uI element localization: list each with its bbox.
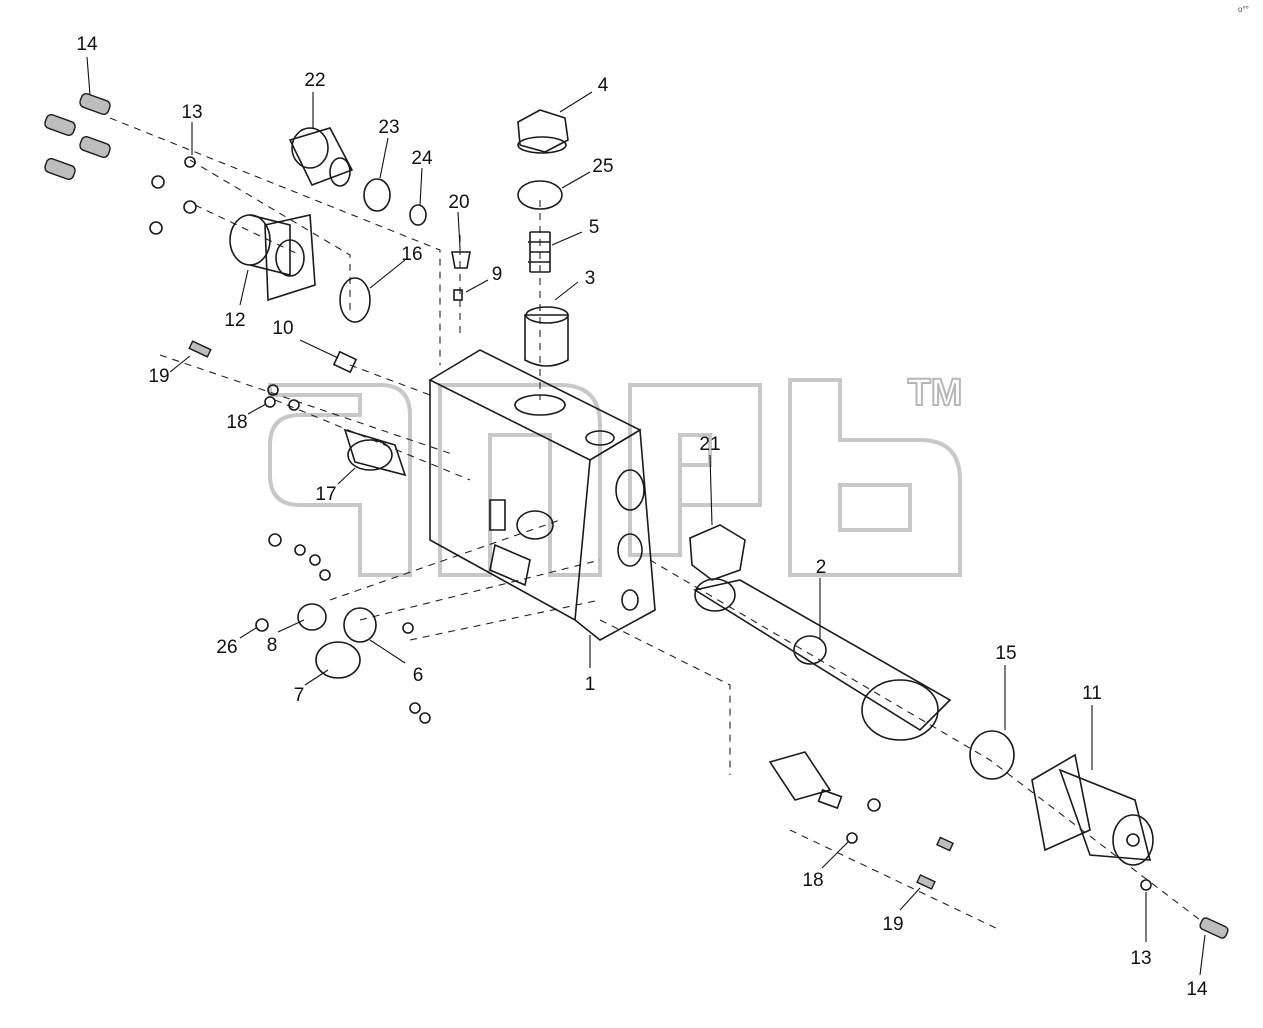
screw-19b bbox=[916, 874, 936, 890]
label-6: 6 bbox=[413, 665, 424, 686]
cover-11 bbox=[1031, 753, 1154, 866]
spool-2 bbox=[692, 578, 952, 741]
spring-5 bbox=[528, 231, 551, 273]
label-24: 24 bbox=[411, 148, 433, 169]
label-12: 12 bbox=[224, 310, 245, 331]
small-seals bbox=[149, 156, 1152, 891]
label-26: 26 bbox=[216, 637, 237, 658]
valve-3 bbox=[524, 306, 569, 367]
corner-mark: o°° bbox=[1238, 5, 1249, 14]
o-ring-6 bbox=[343, 607, 377, 643]
label-20: 20 bbox=[448, 192, 469, 213]
label-15: 15 bbox=[995, 643, 1016, 664]
valve-body-1 bbox=[428, 349, 656, 641]
label-13: 13 bbox=[181, 102, 202, 123]
fitting-22 bbox=[288, 127, 354, 187]
snap-ring-15 bbox=[969, 730, 1015, 780]
label-19-lower: 19 bbox=[882, 914, 903, 935]
label-5: 5 bbox=[589, 217, 600, 238]
o-ring-23 bbox=[363, 178, 391, 212]
label-8: 8 bbox=[267, 635, 278, 656]
label-22: 22 bbox=[304, 70, 325, 91]
label-18-lower: 18 bbox=[802, 870, 823, 891]
part-labels: 14 13 22 23 24 4 25 5 20 9 3 16 12 10 19… bbox=[76, 34, 1208, 1000]
o-ring-25 bbox=[517, 180, 563, 210]
label-16: 16 bbox=[401, 244, 422, 265]
sensor-lower bbox=[768, 751, 843, 810]
washer-18a bbox=[264, 396, 276, 408]
leader-lines bbox=[86, 56, 1206, 976]
solenoid-17 bbox=[343, 428, 407, 477]
plug-21 bbox=[689, 524, 746, 581]
watermark-tm: TM bbox=[908, 372, 963, 414]
label-9: 9 bbox=[492, 264, 503, 285]
label-7: 7 bbox=[294, 685, 305, 706]
screw-19a bbox=[188, 340, 212, 358]
label-14-lower: 14 bbox=[1186, 979, 1208, 1000]
pin-10 bbox=[332, 350, 358, 374]
label-4: 4 bbox=[598, 75, 609, 96]
label-10: 10 bbox=[272, 318, 293, 339]
plug-4 bbox=[517, 109, 569, 154]
label-14: 14 bbox=[76, 34, 98, 55]
label-21: 21 bbox=[699, 434, 720, 455]
plug-20 bbox=[451, 251, 471, 269]
watermark-logo: TM bbox=[268, 371, 963, 577]
label-18: 18 bbox=[226, 412, 247, 433]
screw-14-group bbox=[44, 93, 111, 180]
label-25: 25 bbox=[592, 156, 613, 177]
label-1: 1 bbox=[585, 674, 596, 695]
screw-14b bbox=[1199, 917, 1229, 939]
o-ring-24 bbox=[409, 204, 427, 226]
screw-lower bbox=[936, 836, 954, 852]
label-19: 19 bbox=[148, 366, 169, 387]
o-ring-8 bbox=[297, 603, 327, 631]
label-11: 11 bbox=[1082, 683, 1102, 704]
label-13-lower: 13 bbox=[1130, 948, 1151, 969]
label-2: 2 bbox=[816, 557, 827, 578]
assembly-lines bbox=[109, 117, 1201, 931]
pin-9 bbox=[453, 289, 463, 301]
flange-12 bbox=[229, 214, 316, 302]
label-17: 17 bbox=[315, 484, 336, 505]
o-ring-16 bbox=[339, 277, 371, 323]
o-ring-7 bbox=[315, 641, 361, 679]
label-23: 23 bbox=[378, 117, 399, 138]
label-3: 3 bbox=[585, 268, 596, 289]
